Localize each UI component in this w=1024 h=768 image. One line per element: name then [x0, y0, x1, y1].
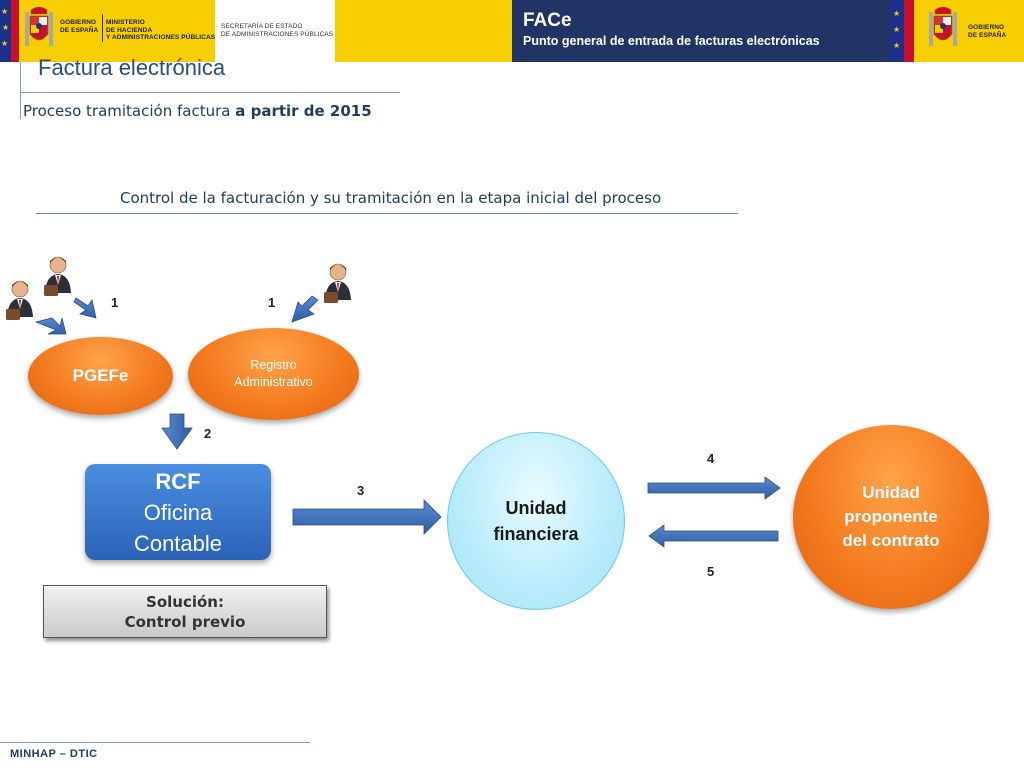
step-number: 4: [707, 451, 715, 466]
step-number: 3: [357, 483, 365, 498]
eu-flag-strip-left: ★ ★ ★: [0, 0, 11, 62]
page-subtitle: Proceso tramitación factura a partir de …: [23, 102, 372, 120]
node-unidad-financiera-label-2: financiera: [493, 524, 579, 544]
footer-rule: [0, 742, 310, 743]
node-registro-label-1: Registro: [250, 358, 297, 372]
node-rcf-label-2: Oficina: [143, 500, 213, 525]
ministerio-label: MINISTERIO DE HACIENDA Y ADMINISTRACIONE…: [106, 19, 216, 41]
node-unidad-financiera-label-1: Unidad: [505, 498, 567, 518]
node-unidad-proponente-label-3: del contrato: [842, 531, 940, 550]
node-rcf-label: RCF: [155, 469, 201, 494]
page-title: Factura electrónica: [38, 55, 226, 80]
footer-text: MINHAP – DTIC: [10, 748, 98, 760]
arrow-citizen-to-registro: [291, 295, 319, 323]
eu-flag-strip-right: ★ ★ ★: [890, 0, 904, 62]
node-pgefe: PGEFe: [28, 337, 173, 415]
app-subtitle: Punto general de entrada de facturas ele…: [523, 34, 820, 48]
arrow-step-5: [648, 524, 779, 548]
node-rcf-label-3: Contable: [133, 531, 223, 556]
app-title: FACe: [523, 10, 572, 31]
gobierno-right-label: GOBIERNO DE ESPAÑA: [968, 24, 1007, 39]
node-unidad-proponente: Unidad proponente del contrato: [793, 425, 989, 609]
person-icon: [4, 279, 34, 325]
section-rule: [36, 213, 738, 214]
step-number: 2: [204, 426, 212, 441]
arrow-step-4: [647, 476, 781, 500]
coat-of-arms-right-icon: [926, 6, 960, 52]
node-registro-administrativo: Registro Administrativo: [188, 328, 359, 420]
section-heading: Control de la facturación y su tramitaci…: [120, 189, 662, 207]
coat-of-arms-icon: [22, 6, 56, 52]
node-unidad-proponente-label-1: Unidad: [862, 483, 920, 502]
person-icon: [322, 262, 352, 308]
arrow-step-3: [292, 499, 442, 535]
step-number: 5: [707, 564, 715, 579]
node-unidad-financiera: Unidad financiera: [447, 432, 625, 610]
title-vertical-rule: [20, 62, 21, 119]
solution-box: Solución: Control previo: [43, 585, 327, 638]
step-number: 1: [111, 295, 119, 310]
gobierno-label: GOBIERNO DE ESPAÑA: [60, 19, 99, 34]
header-banner: ★ ★ ★ G: [0, 0, 1024, 62]
arrow-step-2: [161, 413, 193, 450]
node-registro-label-2: Administrativo: [234, 375, 313, 389]
red-strip-left: [11, 0, 19, 62]
title-underline: [20, 92, 400, 93]
person-icon: [42, 255, 72, 301]
arrow-citizens-to-pgefe: [34, 297, 97, 335]
node-unidad-proponente-label-2: proponente: [844, 507, 938, 526]
step-number: 1: [268, 295, 276, 310]
solution-label-2: Control previo: [124, 613, 246, 631]
solution-label-1: Solución:: [146, 593, 224, 611]
node-pgefe-label: PGEFe: [72, 366, 129, 385]
node-rcf-oficina-contable: RCF Oficina Contable: [85, 464, 271, 560]
face-banner: [512, 0, 890, 62]
secretaria-label: SECRETARÍA DE ESTADO DE ADMINISTRACIONES…: [221, 23, 334, 38]
